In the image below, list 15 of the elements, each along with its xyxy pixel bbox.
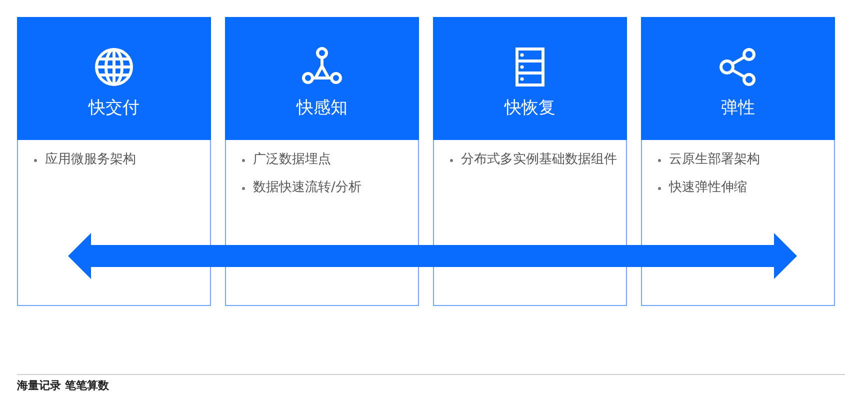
card-title: 弹性 [721,97,755,119]
feature-card [641,17,835,306]
list-item-text: 应用微服务架构 [45,151,136,169]
list-item-text: 广泛数据埋点 [253,151,331,169]
feature-card [225,17,419,306]
list-item-text: 分布式多实例基础数据组件 [461,151,617,169]
card-title: 快恢复 [504,97,556,119]
list-item-text: 云原生部署架构 [669,151,760,169]
card-title: 快交付 [88,97,140,119]
card-title: 快感知 [296,97,348,119]
feature-card [17,17,211,306]
slogan-text: 海量记录 笔笔算数 [17,378,109,393]
list-item-text: 数据快速流转/分析 [253,179,362,197]
list-item-text: 快速弹性伸缩 [669,179,747,197]
feature-card [433,17,627,306]
